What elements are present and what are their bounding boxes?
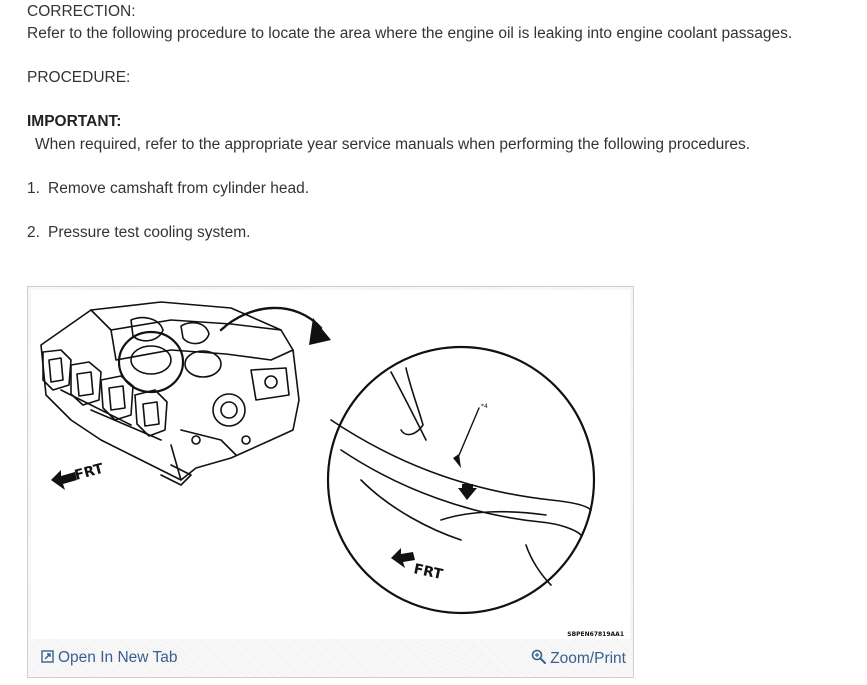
engine-cylinder-head-illustration: FRT *4 FRT [40, 301, 596, 615]
open-new-tab-icon [41, 650, 54, 663]
procedure-step-1: 1. Remove camshaft from cylinder head. [27, 179, 309, 199]
callout-arrow-head [453, 454, 461, 468]
procedure-step-2: 2. Pressure test cooling system. [27, 223, 250, 243]
step-number: 1. [27, 180, 40, 197]
frt-indicator-detail: FRT [391, 548, 445, 583]
important-text: When required, refer to the appropriate … [35, 136, 751, 153]
figure-container: FRT *4 FRT [27, 286, 634, 678]
frt-label-left: FRT [73, 461, 106, 484]
zoom-print-label: Zoom/Print [550, 650, 626, 667]
correction-text: Refer to the following procedure to loca… [27, 25, 793, 42]
correction-heading: CORRECTION: [27, 3, 136, 20]
zoom-print-link[interactable]: Zoom/Print [531, 649, 626, 668]
callout-label: *4 [481, 403, 488, 410]
step-text: Remove camshaft from cylinder head. [48, 180, 310, 197]
figure-code: SBPEN67819AA1 [567, 631, 624, 638]
step-number: 2. [27, 224, 40, 241]
curved-arrow-head [309, 318, 331, 345]
frt-label-detail: FRT [412, 561, 444, 583]
important-heading: IMPORTANT: [27, 113, 122, 130]
figure-illustration[interactable]: FRT *4 FRT [31, 290, 630, 639]
detail-arrow-marker [458, 484, 477, 500]
procedure-heading: PROCEDURE: [27, 69, 131, 86]
open-new-tab-link[interactable]: Open In New Tab [41, 649, 177, 667]
open-new-tab-label: Open In New Tab [58, 649, 178, 666]
zoom-icon [531, 649, 547, 664]
step-text: Pressure test cooling system. [48, 224, 251, 241]
frt-indicator-left: FRT [51, 461, 106, 490]
